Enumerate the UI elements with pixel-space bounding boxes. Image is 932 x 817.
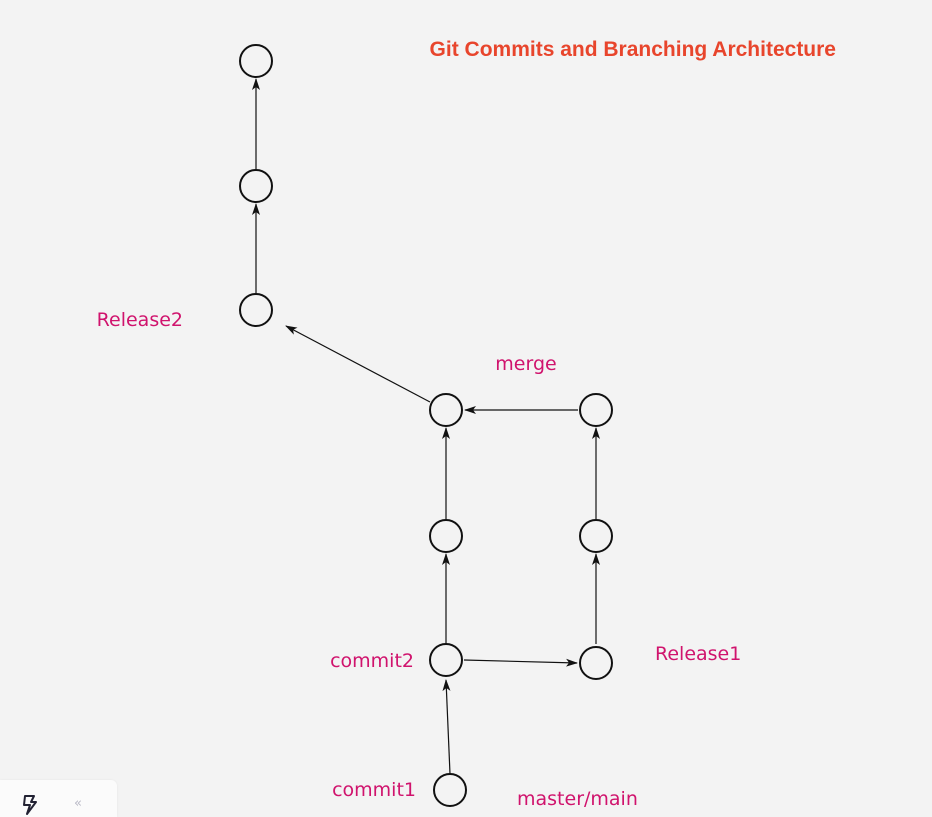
bottom-left-toolbar: «: [0, 780, 117, 817]
merge-label: merge: [495, 353, 556, 375]
branch-commit-c-node[interactable]: [579, 393, 613, 427]
commit1-label: commit1: [332, 779, 416, 801]
branch-commit-b-node[interactable]: [579, 519, 613, 553]
top-commit-3-node[interactable]: [239, 44, 273, 78]
release2-commit-node[interactable]: [239, 293, 273, 327]
edge-commit1-to-commit2: [442, 679, 451, 775]
merge-commit-node[interactable]: [429, 393, 463, 427]
release1-node[interactable]: [579, 646, 613, 680]
bolt-icon[interactable]: [21, 794, 43, 816]
edge-commit2-to-release1: [463, 658, 578, 667]
master-main-label: master/main: [517, 788, 638, 810]
top-commit-2-node[interactable]: [239, 169, 273, 203]
edge-merge-to-release2: [285, 325, 431, 403]
commit1-node[interactable]: [433, 773, 467, 807]
commit2-label: commit2: [330, 650, 414, 672]
diagram-title: Git Commits and Branching Architecture: [430, 38, 836, 61]
release2-label: Release2: [97, 309, 183, 331]
release1-label: Release1: [655, 643, 741, 665]
commit2-node[interactable]: [429, 643, 463, 677]
collapse-chevrons-icon[interactable]: «: [74, 796, 82, 811]
main-commit-b-node[interactable]: [429, 519, 463, 553]
